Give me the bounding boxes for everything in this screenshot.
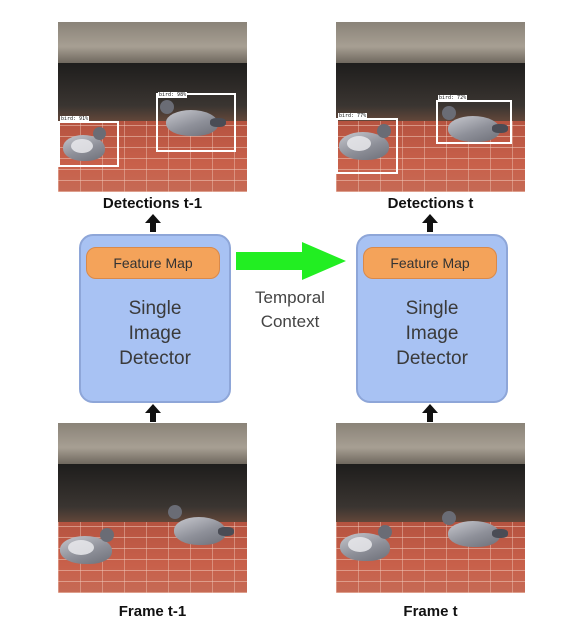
pigeon-right: [440, 102, 510, 152]
detection-label-1: bird: 77%: [338, 113, 368, 119]
temporal-line-2: Context: [260, 312, 320, 331]
detection-box-2: [436, 100, 512, 144]
temporal-line-1: Temporal: [255, 288, 325, 307]
pigeon-left: [340, 523, 400, 573]
frame-image-t-minus-1: [58, 423, 247, 593]
detections-image-t: bird: 77% bird: 72%: [336, 22, 525, 192]
detection-box-1: [58, 121, 119, 167]
detector-line-2: Image: [405, 323, 459, 344]
detector-line-3: Detector: [396, 348, 468, 369]
up-arrow-icon: [422, 404, 438, 422]
single-image-detector-left: Feature Map Single Image Detector: [79, 234, 231, 403]
up-arrow-icon: [422, 214, 438, 232]
single-image-detector-right: Feature Map Single Image Detector: [356, 234, 508, 403]
detector-line-3: Detector: [119, 348, 191, 369]
detections-caption-t-minus-1: Detections t-1: [102, 195, 203, 212]
pigeon-left: [339, 120, 399, 170]
temporal-context-label: Temporal Context: [236, 286, 344, 334]
detections-caption-t: Detections t: [387, 195, 474, 212]
detection-box-1: [336, 118, 398, 174]
detections-image-t-minus-1: bird: 91% bird: 98%: [58, 22, 247, 192]
frame-caption-t-minus-1: Frame t-1: [118, 603, 187, 620]
detector-line-1: Single: [405, 298, 459, 319]
pigeon-right: [158, 94, 228, 144]
detection-box-2: [156, 93, 236, 152]
up-arrow-icon: [145, 404, 161, 422]
pigeon-left: [60, 526, 120, 576]
up-arrow-icon: [145, 214, 161, 232]
feature-map-left: Feature Map: [86, 247, 220, 279]
detector-line-1: Single: [128, 298, 182, 319]
pigeon-left: [63, 125, 113, 165]
pigeon-right: [440, 507, 510, 557]
pigeon-right: [166, 501, 236, 556]
feature-map-right: Feature Map: [363, 247, 497, 279]
detector-line-2: Image: [128, 323, 182, 344]
detection-label-1: bird: 91%: [60, 116, 90, 122]
frame-caption-t: Frame t: [403, 603, 458, 620]
temporal-arrow-icon: [236, 242, 346, 280]
detection-label-2: bird: 72%: [438, 95, 468, 101]
detection-label-2: bird: 98%: [158, 92, 188, 98]
frame-image-t: [336, 423, 525, 593]
